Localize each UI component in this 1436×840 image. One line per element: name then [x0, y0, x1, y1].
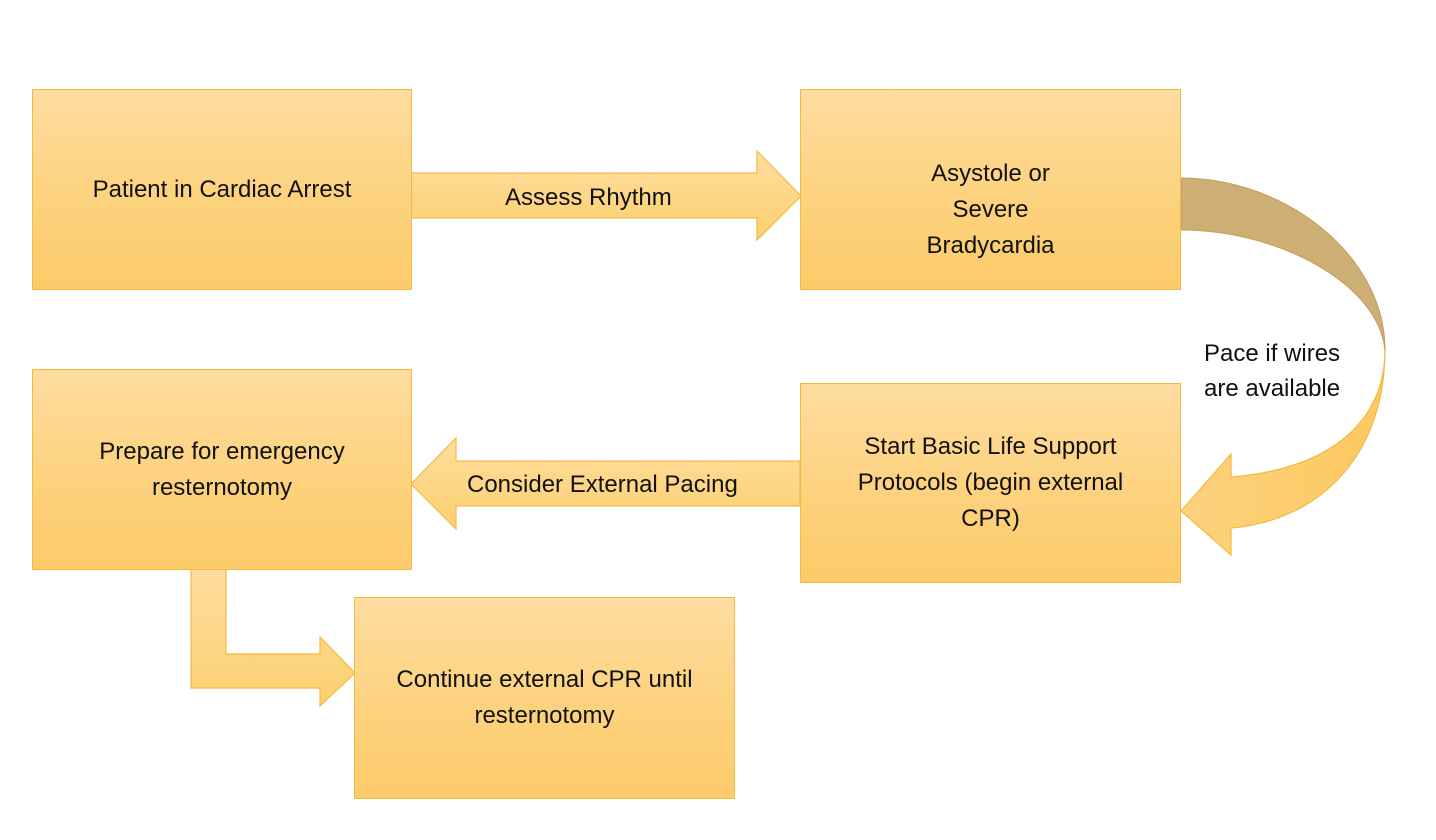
node-label: Start Basic Life Support Protocols (begi…	[857, 433, 1124, 532]
node-label: Asystole or Severe Bradycardia	[926, 160, 1055, 259]
arrow-assess-rhythm	[410, 149, 802, 242]
node-label: Patient in Cardiac Arrest	[92, 175, 352, 203]
node-prepare-emergency-resternotomy: Prepare for emergency resternotomy	[32, 369, 412, 570]
curved-arrow-pace-wires	[1180, 349, 1386, 557]
node-label: Prepare for emergency resternotomy	[99, 437, 345, 501]
edge-label-consider-external-pacing: Consider External Pacing	[467, 471, 738, 498]
node-continue-external-cpr: Continue external CPR until resternotomy	[354, 597, 735, 799]
edge-label-assess-rhythm: Assess Rhythm	[505, 184, 672, 211]
edge-label-pace-if-wires: Pace if wires are available	[1202, 336, 1343, 406]
arrow-consider-external-pacing	[410, 436, 801, 531]
node-label: Continue external CPR until resternotomy	[396, 666, 693, 729]
node-start-basic-life-support: Start Basic Life Support Protocols (begi…	[800, 383, 1181, 583]
node-asystole-or-severe-bradycardia: Asystole or Severe Bradycardia	[800, 89, 1181, 290]
curved-arrow-back	[1180, 177, 1386, 356]
arrow-to-continue-cpr	[190, 568, 356, 708]
node-patient-in-cardiac-arrest: Patient in Cardiac Arrest	[32, 89, 412, 290]
